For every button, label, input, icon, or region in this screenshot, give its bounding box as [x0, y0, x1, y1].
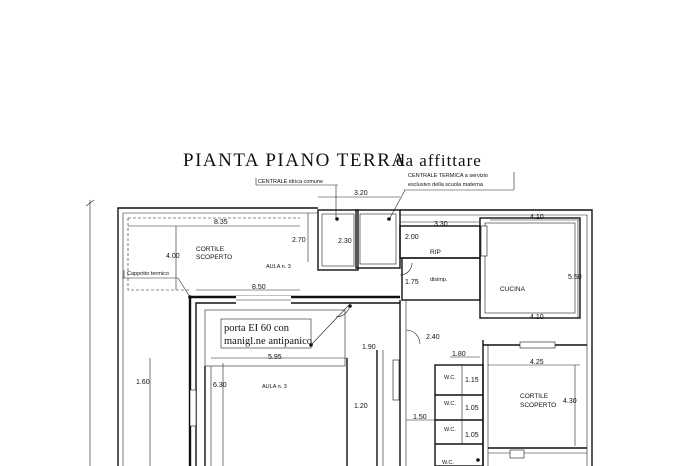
room-centrale-idrica-inner [321, 213, 355, 267]
window-opening [519, 341, 556, 349]
callout-leader [310, 305, 349, 346]
dimension-label: 8.50 [252, 284, 266, 291]
dimension-tick [85, 199, 95, 207]
dimension-label: 4.10 [530, 314, 544, 321]
outer-wall-inner [400, 214, 588, 466]
outer-wall [400, 209, 593, 466]
room-label-disimp: disimp. [430, 277, 448, 283]
window-opening [189, 389, 197, 427]
callout-porta-line2: manigl.ne antipanico [224, 336, 312, 347]
door-opening [392, 359, 400, 401]
room-centrale-termica-inner [359, 213, 397, 265]
room-label-wc: W.C. [444, 401, 456, 407]
room-cucina-inner [484, 222, 576, 314]
dimension-label: 2.00 [405, 234, 419, 241]
dimension-label: 1.15 [465, 377, 479, 384]
room-label-aula: AULA n. 3 [266, 264, 291, 270]
room-label-wc: W.C. [444, 375, 456, 381]
outer-wall [117, 207, 318, 466]
room-label-scoperto: SCOPERTO [196, 254, 232, 261]
room-label-cortile: CORTILE [520, 393, 549, 400]
callout-centrale-termica-line2: esclusivo della scuola materna [408, 182, 484, 188]
room-cucina [479, 217, 581, 319]
dimension-label: 1.80 [452, 351, 466, 358]
dimension-label: 8.35 [214, 219, 228, 226]
door-swing [399, 262, 413, 276]
callout-point [309, 343, 313, 347]
callout-point [335, 217, 339, 221]
callout-box-porta [220, 318, 312, 349]
outer-wall-inner [122, 212, 318, 466]
dimension-label: 1.05 [465, 405, 479, 412]
plan-title: PIANTA PIANO TERRA [183, 150, 407, 171]
dimension-label: 5.95 [268, 354, 282, 361]
dimension-label: 2.30 [338, 238, 352, 245]
dimension-label: 4.25 [530, 359, 544, 366]
callout-centrale-termica-line1: CENTRALE TERMICA a servizio [408, 173, 488, 179]
room-label-wc: W.C. [444, 427, 456, 433]
dimension-label: 5.50 [568, 274, 582, 281]
dimension-label: 1.20 [354, 403, 368, 410]
dimension-label: 1.60 [136, 379, 150, 386]
callout-leader [389, 189, 406, 219]
callout-point [476, 458, 480, 462]
dimension-label: 4.10 [530, 214, 544, 221]
dimension-label: 4.30 [563, 398, 577, 405]
callout-leader [177, 277, 191, 298]
callout-centrale-idrica: CENTRALE idrica comune [258, 179, 323, 185]
window-opening [480, 225, 488, 257]
dimension-label: 1.90 [362, 344, 376, 351]
callout-porta-line1: porta EI 60 con [224, 323, 290, 334]
room-label-cucina: CUCINA [500, 286, 526, 293]
callout-point [387, 217, 391, 221]
room-centrale-termica [355, 209, 401, 269]
room-label-cortile: CORTILE [196, 246, 225, 253]
window-opening [509, 449, 525, 459]
room-label-rip: RIP [430, 249, 441, 256]
dimension-label: 6.30 [213, 382, 227, 389]
plan-subtitle: da affittare [396, 151, 482, 170]
callout-cappotto-termico: Cappotto termico [127, 271, 169, 277]
courtyard-boundary [127, 218, 190, 291]
door-swing [335, 302, 351, 318]
room-label-aula-main: AULA n. 3 [262, 384, 287, 390]
dimension-label: 1.50 [413, 414, 427, 421]
room-label-scoperto: SCOPERTO [520, 402, 556, 409]
dimension-label: 3.20 [354, 190, 368, 197]
dimension-label: 2.40 [426, 334, 440, 341]
door-swing [405, 329, 421, 345]
dimension-label: 3.30 [434, 221, 448, 228]
dimension-label: 1.75 [405, 279, 419, 286]
aula-inner-partition [204, 309, 346, 367]
dimension-label: 4.00 [166, 253, 180, 260]
room-label-wc: W.C. [442, 460, 454, 466]
room-centrale-idrica [317, 209, 359, 271]
dimension-label: 2.70 [292, 237, 306, 244]
dimension-label: 1.05 [465, 432, 479, 439]
